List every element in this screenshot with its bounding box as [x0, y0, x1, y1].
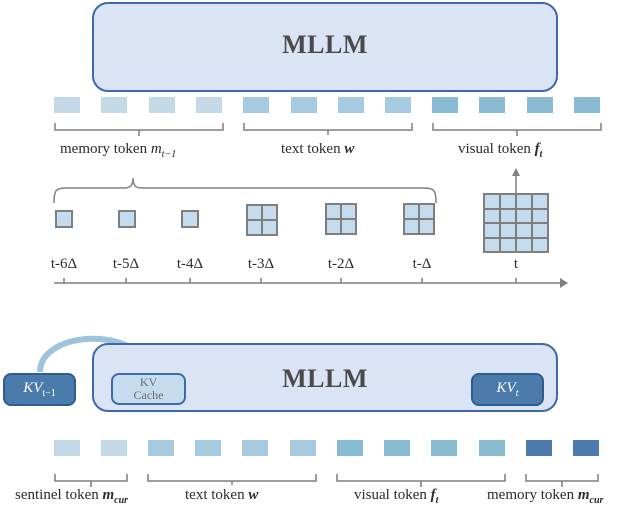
- text-token: [148, 440, 174, 456]
- memory-token: [196, 97, 222, 113]
- tick-label: t-5Δ: [112, 256, 140, 272]
- visual-token: [431, 440, 457, 456]
- mllm-bottom-label: MLLM: [282, 364, 368, 393]
- memory-token: [526, 440, 552, 456]
- kv-cache-box: KV Cache: [111, 373, 186, 405]
- frame-t-2: [325, 203, 357, 235]
- memory-token: [573, 440, 599, 456]
- frame-t-6: [55, 210, 73, 228]
- label-text-token: text token w: [281, 141, 355, 157]
- kv-prev-box: KVt−1: [3, 373, 76, 406]
- label-visual-token: visual token ft: [458, 141, 543, 160]
- visual-token: [479, 97, 505, 113]
- frame-t-current: [483, 193, 549, 253]
- text-token: [195, 440, 221, 456]
- visual-token: [574, 97, 600, 113]
- sentinel-token: [54, 440, 80, 456]
- tick-label: t-Δ: [412, 256, 432, 272]
- tick-label: t-4Δ: [176, 256, 204, 272]
- frame-t-3: [246, 204, 278, 236]
- label-memory-token-cur: memory token mcur: [487, 487, 604, 506]
- text-token: [338, 97, 364, 113]
- mllm-top-box: MLLM: [92, 2, 558, 92]
- label-sentinel-token: sentinel token mcur: [15, 487, 129, 506]
- tick-label: t-6Δ: [50, 256, 78, 272]
- label-text-token-bottom: text token w: [185, 487, 259, 503]
- visual-token: [432, 97, 458, 113]
- text-token: [242, 440, 268, 456]
- text-token: [243, 97, 269, 113]
- tick-label: t-3Δ: [247, 256, 275, 272]
- memory-token: [101, 97, 127, 113]
- text-token: [290, 440, 316, 456]
- label-visual-token-bottom: visual token ft: [354, 487, 439, 506]
- visual-token: [479, 440, 505, 456]
- memory-token: [54, 97, 80, 113]
- visual-token: [527, 97, 553, 113]
- memory-token: [149, 97, 175, 113]
- frame-t-1: [403, 203, 435, 235]
- sentinel-token: [101, 440, 127, 456]
- text-token: [291, 97, 317, 113]
- visual-token: [384, 440, 410, 456]
- visual-token: [337, 440, 363, 456]
- frame-t-4: [181, 210, 199, 228]
- label-memory-token-prev: memory token mt−1: [60, 141, 177, 160]
- tick-label: t: [513, 256, 519, 272]
- mllm-top-label: MLLM: [282, 30, 368, 59]
- text-token: [385, 97, 411, 113]
- frame-t-5: [118, 210, 136, 228]
- kv-current-box: KVt: [471, 373, 544, 406]
- tick-label: t-2Δ: [327, 256, 355, 272]
